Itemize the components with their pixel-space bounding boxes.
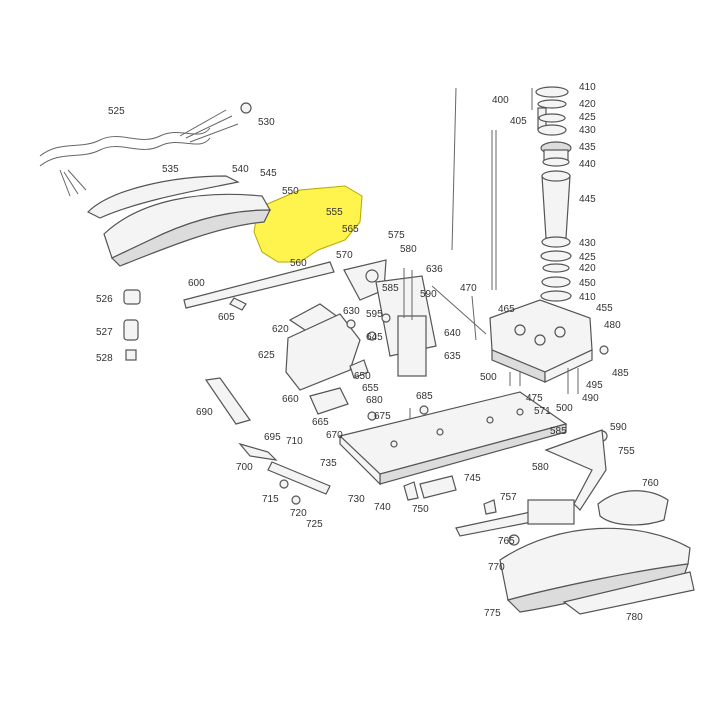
callout-c730: 730 <box>348 494 365 505</box>
callout-c745: 745 <box>464 473 481 484</box>
callout-c528: 528 <box>96 353 113 364</box>
callout-c495: 495 <box>586 380 603 391</box>
callout-c571: 571 <box>534 406 551 417</box>
callout-c440: 440 <box>579 159 596 170</box>
callout-c435: 435 <box>579 142 596 153</box>
callout-c570: 570 <box>336 250 353 261</box>
highlighted-part-550-555-560-565[interactable] <box>253 185 363 263</box>
callout-c465: 465 <box>498 304 515 315</box>
coiled-cable <box>39 102 252 197</box>
callout-c560: 560 <box>290 258 307 269</box>
callout-c740: 740 <box>374 502 391 513</box>
callout-c410b: 410 <box>579 292 596 303</box>
callout-c526: 526 <box>96 294 113 305</box>
callout-c765: 765 <box>498 536 515 547</box>
callout-c410top: 410 <box>579 82 596 93</box>
callout-c685: 685 <box>416 391 433 402</box>
callout-c425b: 425 <box>579 252 596 263</box>
callout-c665: 665 <box>312 417 329 428</box>
base-plate <box>338 391 568 486</box>
callout-c420a: 420 <box>579 99 596 110</box>
callout-c770: 770 <box>488 562 505 573</box>
callout-c780: 780 <box>626 612 643 623</box>
callout-c405: 405 <box>510 116 527 127</box>
callout-c585b: 585 <box>550 426 567 437</box>
callout-c540: 540 <box>232 164 249 175</box>
callout-c750: 750 <box>412 504 429 515</box>
callout-c625: 625 <box>258 350 275 361</box>
top-cover <box>86 175 272 267</box>
callout-c640: 640 <box>444 328 461 339</box>
callout-c735: 735 <box>320 458 337 469</box>
callout-c565: 565 <box>342 224 359 235</box>
callout-c485: 485 <box>612 368 629 379</box>
callout-c720: 720 <box>290 508 307 519</box>
callout-c480: 480 <box>604 320 621 331</box>
callout-c630: 630 <box>343 306 360 317</box>
callout-c680: 680 <box>366 395 383 406</box>
callout-c660: 660 <box>282 394 299 405</box>
callout-c725: 725 <box>306 519 323 530</box>
callout-c605: 605 <box>218 312 235 323</box>
gear-housing <box>489 299 609 394</box>
callout-c535: 535 <box>162 164 179 175</box>
callout-c490: 490 <box>582 393 599 404</box>
callout-c636: 636 <box>426 264 443 275</box>
shaft-column <box>451 86 572 302</box>
callout-c575: 575 <box>388 230 405 241</box>
callout-c525: 525 <box>108 106 125 117</box>
callout-c475: 475 <box>526 393 543 404</box>
lower-arms <box>238 442 575 537</box>
linkages <box>183 259 608 511</box>
callout-c650: 650 <box>354 371 371 382</box>
callout-c760: 760 <box>642 478 659 489</box>
callout-c590a: 590 <box>420 289 437 300</box>
callout-c655: 655 <box>362 383 379 394</box>
callout-c420b: 420 <box>579 263 596 274</box>
callout-c590b: 590 <box>610 422 627 433</box>
callout-c470: 470 <box>460 283 477 294</box>
callout-c450: 450 <box>579 278 596 289</box>
callout-c500b: 500 <box>556 403 573 414</box>
callout-c690: 690 <box>196 407 213 418</box>
callout-c600: 600 <box>188 278 205 289</box>
callout-c555: 555 <box>326 207 343 218</box>
callout-c595: 595 <box>366 309 383 320</box>
callout-c695: 695 <box>264 432 281 443</box>
callout-c670: 670 <box>326 430 343 441</box>
callout-c710: 710 <box>286 436 303 447</box>
callout-c430b: 430 <box>579 238 596 249</box>
callout-c580b: 580 <box>532 462 549 473</box>
callout-c675: 675 <box>374 411 391 422</box>
callout-c425a: 425 <box>579 112 596 123</box>
callout-c635: 635 <box>444 351 461 362</box>
callout-c757: 757 <box>500 492 517 503</box>
callout-c527: 527 <box>96 327 113 338</box>
callout-labels: 4004054104204254304354404454304254204504… <box>96 82 659 623</box>
callout-c400: 400 <box>492 95 509 106</box>
callout-c645: 645 <box>366 332 383 343</box>
callout-c755: 755 <box>618 446 635 457</box>
callout-c775: 775 <box>484 608 501 619</box>
callout-c550: 550 <box>282 186 299 197</box>
callout-c530: 530 <box>258 117 275 128</box>
callout-c620: 620 <box>272 324 289 335</box>
callout-c455: 455 <box>596 303 613 314</box>
callout-c445: 445 <box>579 194 596 205</box>
lower-covers <box>499 490 695 615</box>
small-parts <box>123 289 429 421</box>
callout-c430a: 430 <box>579 125 596 136</box>
callout-c700: 700 <box>236 462 253 473</box>
callout-c585a: 585 <box>382 283 399 294</box>
callout-c500a: 500 <box>480 372 497 383</box>
callout-c715: 715 <box>262 494 279 505</box>
callout-c545: 545 <box>260 168 277 179</box>
callout-c580a: 580 <box>400 244 417 255</box>
